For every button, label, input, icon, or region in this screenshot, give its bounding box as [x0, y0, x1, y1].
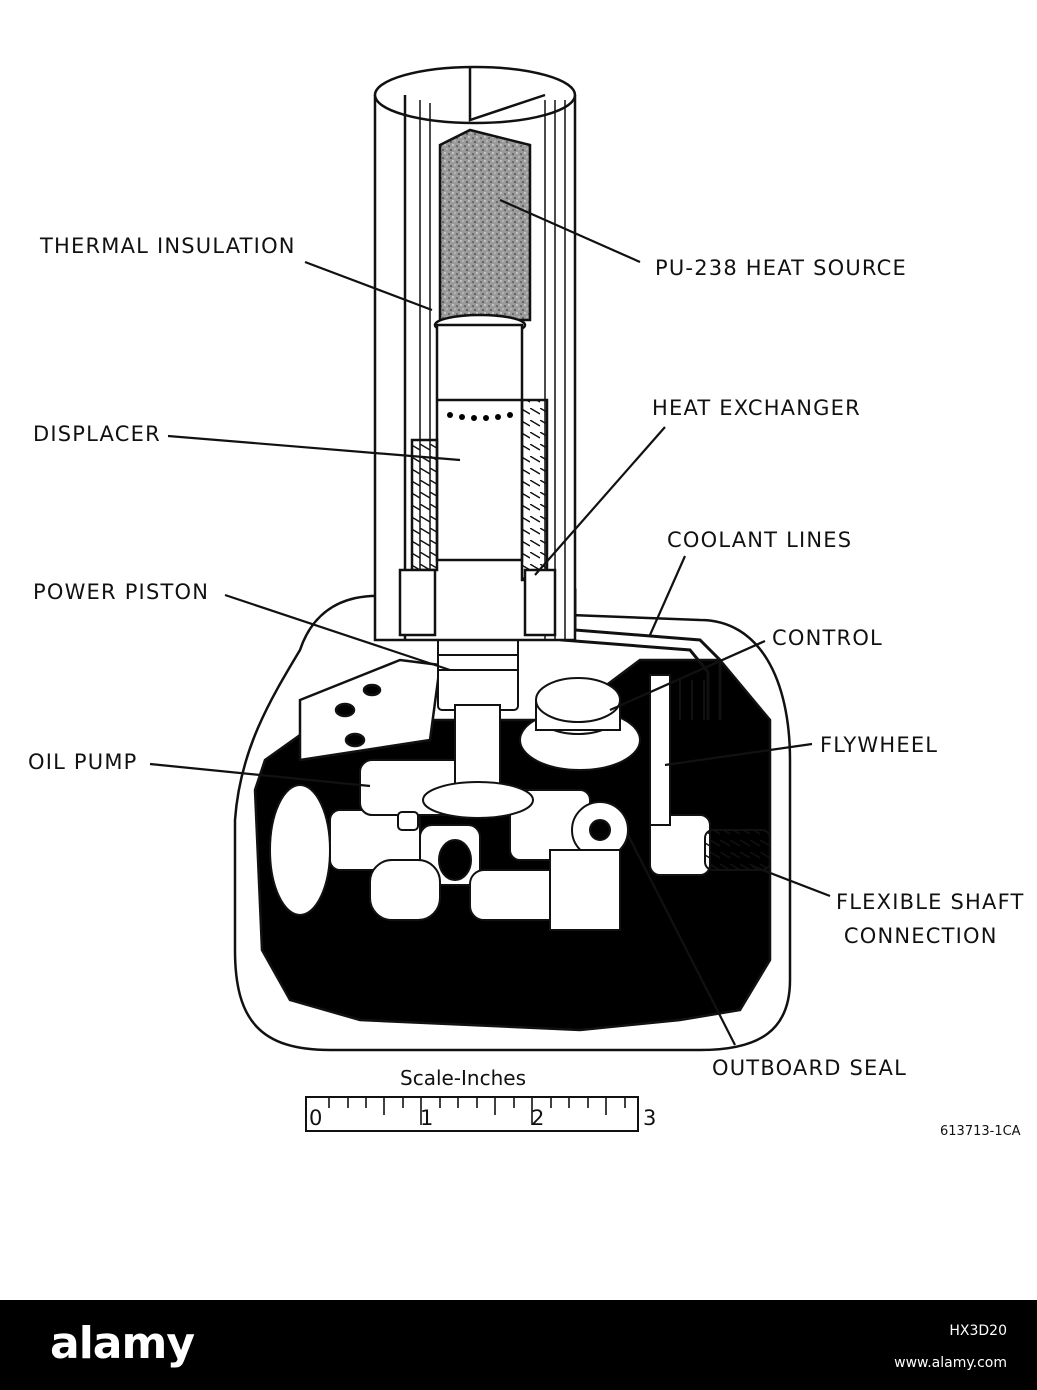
label-oil-pump: OIL PUMP — [28, 750, 138, 774]
label-heat-exchanger: HEAT EXCHANGER — [652, 396, 861, 420]
leader-lines — [149, 198, 831, 1046]
diagram-figure: THERMAL INSULATION PU-238 HEAT SOURCE DI… — [28, 65, 1025, 1139]
label-pu238-heat-source: PU-238 HEAT SOURCE — [655, 256, 907, 280]
scale-tick-3: 3 — [643, 1106, 657, 1130]
footer-image-id: HX3D20 — [949, 1323, 1007, 1339]
crank-mechanism — [269, 759, 771, 931]
label-coolant-lines: COOLANT LINES — [667, 528, 853, 552]
label-flexible-shaft-connection: FLEXIBLE SHAFT CONNECTION — [836, 890, 1025, 948]
scale-title: Scale-Inches — [400, 1066, 526, 1090]
label-control: CONTROL — [772, 626, 883, 650]
label-thermal-insulation: THERMAL INSULATION — [40, 234, 296, 258]
engine-cutaway-drawing — [149, 65, 831, 1125]
label-displacer: DISPLACER — [33, 422, 161, 446]
label-outboard-seal: OUTBOARD SEAL — [712, 1056, 907, 1080]
scale-tick-1: 1 — [420, 1106, 434, 1130]
heat-cylinder — [373, 65, 577, 642]
figure-code: 613713-1CA — [940, 1124, 1021, 1139]
footer-url: www.alamy.com — [894, 1355, 1007, 1371]
scale-tick-0: 0 — [309, 1106, 323, 1130]
label-flywheel: FLYWHEEL — [820, 733, 939, 757]
scale-ticks — [328, 1098, 626, 1125]
scale-tick-2: 2 — [531, 1106, 545, 1130]
footer-brand-logo: alamy — [50, 1318, 195, 1369]
footer-bar — [0, 1300, 1037, 1390]
scale-bar — [305, 1096, 639, 1132]
label-power-piston: POWER PISTON — [33, 580, 210, 604]
control-flywheel — [519, 588, 722, 826]
